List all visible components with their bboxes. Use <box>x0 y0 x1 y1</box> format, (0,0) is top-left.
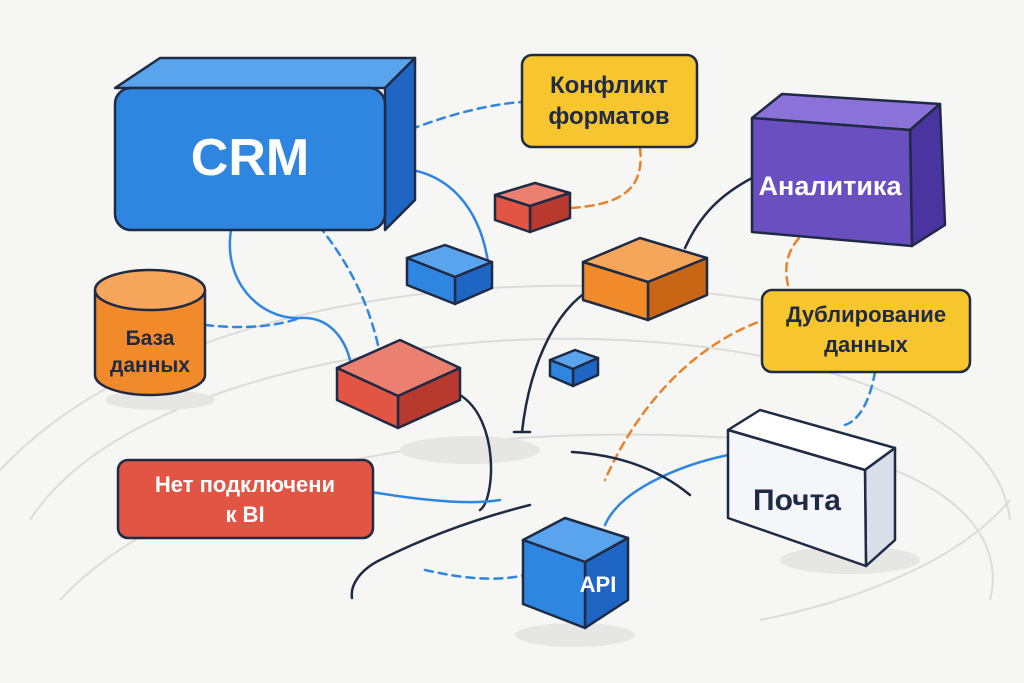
link-crm-database <box>228 223 352 362</box>
no-bi-connection-callout: Нет подключени к BI <box>116 458 375 540</box>
shadow <box>400 436 540 464</box>
mail-side-face <box>863 446 897 568</box>
crm-front-face <box>113 86 387 232</box>
format-conflict-callout: Конфликт форматов <box>520 53 699 149</box>
cube-front <box>335 366 400 430</box>
cube-front <box>581 260 650 322</box>
crm-top-face <box>113 56 417 90</box>
link-duplication-mail <box>843 370 877 427</box>
api-front-face <box>521 538 587 630</box>
data-duplication-line1: Дублирование <box>786 302 946 327</box>
data-duplication-callout: Дублирование данных <box>760 288 972 374</box>
small-red-cube <box>493 181 572 234</box>
format-conflict-line2: форматов <box>548 103 669 130</box>
cube-front <box>405 256 457 306</box>
crm-label: CRM <box>191 129 309 187</box>
link-bottom-left <box>350 503 532 600</box>
api-node: API <box>521 516 630 630</box>
link-red-cube-down <box>458 393 493 512</box>
orbit-line <box>29 337 1011 521</box>
callout-box <box>116 458 375 540</box>
link-analytics-orange-cube <box>683 176 754 250</box>
crm-side-face <box>383 56 417 232</box>
mail-label: Почта <box>753 484 841 517</box>
callout-box <box>520 53 699 149</box>
shadows <box>105 390 920 647</box>
database-top <box>93 268 207 312</box>
link-api-left <box>423 568 527 580</box>
database-node: База данных <box>93 268 207 397</box>
format-conflict-line1: Конфликт <box>550 72 668 99</box>
link-format-conflict-red-cube <box>568 146 642 210</box>
link-database-red-cube <box>203 316 302 329</box>
small-blue-cube <box>548 348 600 388</box>
data-duplication-line2: данных <box>824 332 909 357</box>
link-analytics-duplication <box>785 218 822 294</box>
no-bi-line1: Нет подключени <box>155 472 335 497</box>
cube-front <box>548 358 575 388</box>
database-label-line1: База <box>126 327 175 350</box>
crm-node: CRM <box>113 56 417 232</box>
mail-node: Почта <box>726 408 897 568</box>
callout-box <box>760 288 972 374</box>
link-mail-api <box>603 453 730 527</box>
blue-cube <box>405 243 494 306</box>
big-red-cube <box>335 338 462 430</box>
database-label-line2: данных <box>110 354 190 377</box>
api-label: API <box>580 572 617 597</box>
analytics-label: Аналитика <box>759 171 903 201</box>
link-duplication-api <box>603 316 772 482</box>
analytics-front-face <box>750 116 914 248</box>
cube-front <box>493 193 532 234</box>
analytics-side-face <box>908 102 947 248</box>
orbit-line <box>759 499 1011 621</box>
link-middle-dark <box>570 450 692 497</box>
link-crm-red-cube <box>308 213 380 347</box>
mail-front-face <box>726 428 868 568</box>
analytics-node: Аналитика <box>750 92 947 248</box>
database-body <box>93 290 207 397</box>
shadow <box>515 623 635 647</box>
no-bi-line2: к BI <box>225 502 264 527</box>
orange-cube <box>581 236 709 322</box>
link-no-bi <box>370 490 502 504</box>
